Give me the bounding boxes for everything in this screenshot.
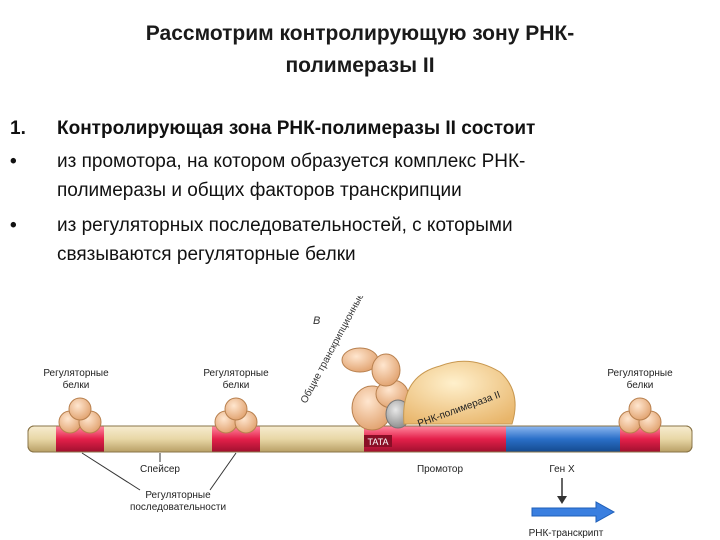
transcript-label: РНК-транскрипт	[529, 528, 604, 539]
slide-title: Рассмотрим контролирующую зону РНК- поли…	[60, 18, 660, 82]
list-item-2-line-1: из промотора, на котором образуется комп…	[57, 151, 526, 172]
spacer-label: Спейсер	[140, 464, 180, 475]
reg-proteins-label-left-1: Регуляторные	[43, 368, 109, 379]
list-item-3-line-1: из регуляторных последовательностей, с к…	[57, 215, 513, 236]
rna-polymerase-ii	[403, 360, 516, 425]
reg-proteins-label-left-2: белки	[63, 379, 90, 391]
panel-letter: В	[313, 315, 320, 327]
list-item-1: Контролирующая зона РНК-полимеразы II со…	[57, 114, 707, 143]
list-marker-3: •	[10, 215, 17, 236]
title-line-1: Рассмотрим контролирующую зону РНК-	[145, 22, 575, 45]
list-marker-1: 1.	[10, 118, 26, 139]
transcription-diagram: Регуляторные белки Регуляторные белки Ре…	[27, 296, 693, 539]
list-item-3-line-2: связываются регуляторные белки	[57, 244, 356, 265]
title-line-2: полимеразы II	[285, 54, 435, 77]
reg-proteins-label-right-1: Регуляторные	[607, 368, 673, 379]
gene-region	[506, 426, 620, 452]
list-item-3: из регуляторных последовательностей, с к…	[57, 211, 707, 269]
general-factors-complex	[341, 347, 411, 431]
regulatory-protein-right	[618, 397, 662, 434]
reg-seq-label-2: последовательности	[130, 502, 226, 513]
list-item-1-line-1: Контролирующая зона РНК-полимеразы II со…	[57, 118, 536, 139]
list-item-2: из промотора, на котором образуется комп…	[57, 147, 707, 205]
reg-proteins-label-right-2: белки	[627, 379, 654, 391]
tata-label: TATA	[368, 437, 389, 447]
list-marker-2: •	[10, 151, 17, 172]
rna-transcript-arrow	[531, 501, 616, 523]
reg-seq-label-1: Регуляторные	[145, 490, 211, 501]
promoter-label: Промотор	[417, 464, 464, 475]
reg-proteins-label-mid-2: белки	[223, 379, 250, 391]
reg-seq-pointer-right	[209, 452, 237, 491]
list-item-2-line-2: полимеразы и общих факторов транскрипции	[57, 180, 462, 201]
reg-seq-pointer-left	[81, 452, 141, 491]
regulatory-protein-left	[58, 397, 102, 434]
gene-label: Ген X	[549, 464, 575, 475]
regulatory-protein-middle	[214, 397, 258, 434]
reg-proteins-label-mid-1: Регуляторные	[203, 368, 269, 379]
